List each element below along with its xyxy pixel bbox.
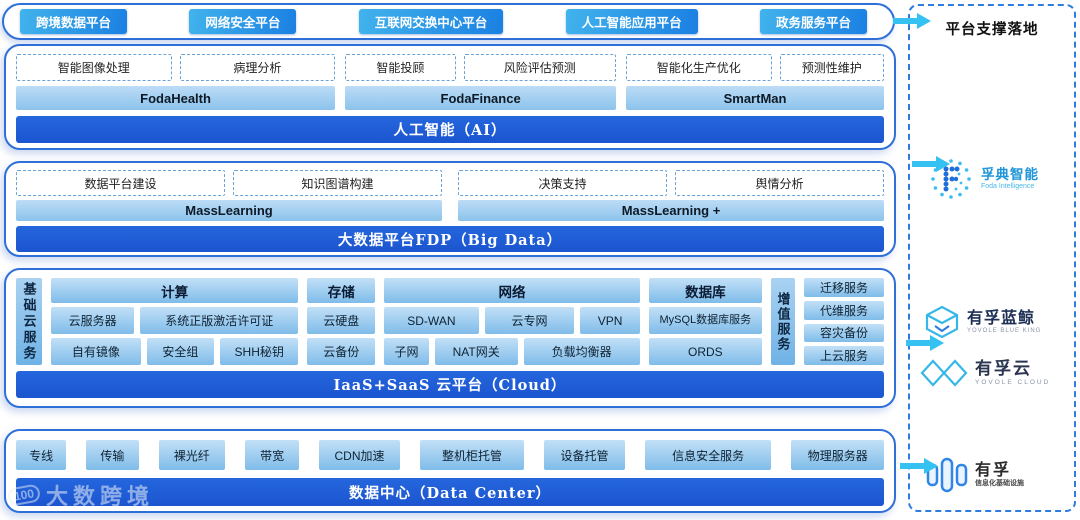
ai-capability: 预测性维护	[779, 54, 884, 81]
ai-capability: 智能图像处理	[16, 54, 172, 81]
value-added-service: 迁移服务	[804, 278, 884, 297]
yovole-cloud-logo-icon	[920, 359, 968, 387]
watermark-brand: 大数跨境	[46, 484, 155, 509]
arrow-right-icon	[906, 335, 944, 351]
cloud-service: SD-WAN	[384, 307, 479, 334]
dc-service: 裸光纤	[158, 440, 225, 470]
foda-intelligence-name: 孚典智能	[981, 166, 1039, 182]
value-added-service: 代维服务	[804, 300, 884, 320]
datacenter-layer-bar: 数据中心（Data Center）	[16, 478, 884, 506]
bigdata-capability: 决策支持	[458, 170, 667, 196]
cloud-section: 基础云服务 计算 云服务器 系统正版激活许可证 自有镜像 安全组 SHH秘钥 存…	[4, 268, 896, 408]
foda-intelligence-caption: Foda Intelligence	[981, 182, 1035, 190]
dc-service: 带宽	[244, 440, 300, 470]
arrow-right-icon	[900, 458, 938, 474]
cloud-col-header-network: 网络	[384, 278, 640, 303]
cloud-service: SHH秘钥	[220, 338, 299, 365]
ai-capability: 风险评估预测	[463, 54, 617, 81]
cloud-service: NAT网关	[434, 338, 518, 365]
platform-button-internet-exchange[interactable]: 互联网交换中心平台	[358, 9, 504, 34]
cloud-service: 云专网	[484, 307, 575, 334]
dc-service: 信息安全服务	[644, 440, 772, 470]
yovole-cloud-caption: YOVOLE CLOUD	[975, 378, 1051, 386]
ai-capability: 智能化生产优化	[626, 54, 772, 81]
ai-layer-bar: 人工智能（AI）	[16, 116, 884, 143]
cloud-service: VPN	[580, 307, 640, 334]
value-added-service: 容灾备份	[804, 323, 884, 343]
datacenter-section: 专线 传输 裸光纤 带宽 CDN加速 整机柜托管 设备托管 信息安全服务 物理服…	[4, 429, 896, 513]
blue-whale-name: 有孚蓝鲸	[967, 309, 1036, 327]
dc-service: 物理服务器	[791, 440, 884, 470]
cloud-col-header-compute: 计算	[51, 278, 299, 303]
blue-whale-caption: YOVOLE BLUE KING	[967, 327, 1042, 334]
arrow-right-icon	[912, 156, 950, 172]
ai-capability: 病理分析	[179, 54, 336, 81]
dc-service: 传输	[86, 440, 139, 470]
bigdata-layer-bar: 大数据平台FDP（Big Data）	[16, 226, 884, 252]
cloud-service: 云硬盘	[307, 307, 376, 334]
dc-service: 设备托管	[544, 440, 625, 470]
cloud-layer-bar: IaaS+SaaS 云平台（Cloud）	[16, 371, 884, 398]
youfu-name: 有孚	[975, 462, 1012, 480]
youfu-logo: 有孚 信息化基础设施	[926, 456, 1024, 494]
ai-capability: 智能投顾	[345, 54, 456, 81]
platform-button-network-security[interactable]: 网络安全平台	[189, 9, 297, 34]
bigdata-capability: 舆情分析	[675, 170, 884, 196]
product-bar-masslearning: MassLearning	[16, 200, 442, 221]
yovole-cloud-name: 有孚云	[975, 359, 1032, 379]
value-added-service: 上云服务	[804, 346, 884, 365]
cloud-service: 安全组	[146, 338, 215, 365]
cloud-service: MySQL数据库服务	[648, 307, 762, 334]
platform-button-cross-border-data[interactable]: 跨境数据平台	[20, 9, 128, 34]
arrow-right-icon	[893, 13, 931, 29]
cloud-service: 子网	[384, 338, 429, 365]
platform-button-ai-application[interactable]: 人工智能应用平台	[565, 9, 698, 34]
support-panel: 平台支撑落地 孚典智能 Foda	[908, 4, 1076, 512]
youfu-caption: 信息化基础设施	[975, 479, 1024, 487]
dc-service: 专线	[16, 440, 67, 470]
cloud-service: 系统正版激活许可证	[140, 307, 299, 334]
watermark: 100 大数跨境	[6, 479, 155, 511]
platform-button-gov-service[interactable]: 政务服务平台	[759, 9, 867, 34]
dc-service: 整机柜托管	[419, 440, 525, 470]
product-bar-masslearning-plus: MassLearning +	[458, 200, 884, 221]
bigdata-capability: 知识图谱构建	[233, 170, 442, 196]
cloud-side-label: 基础云服务	[16, 278, 42, 365]
bigdata-section: 数据平台建设 知识图谱构建 MassLearning 决策支持 舆情分析 Mas…	[4, 161, 896, 257]
cloud-service: 负载均衡器	[523, 338, 640, 365]
support-panel-title: 平台支撑落地	[945, 22, 1039, 38]
cloud-service: 自有镜像	[51, 338, 141, 365]
cloud-col-header-database: 数据库	[648, 278, 762, 303]
cloud-value-added-label: 增值服务	[771, 278, 795, 365]
product-bar-fodahealth: FodaHealth	[16, 86, 336, 110]
watermark-logo-icon: 100	[6, 483, 42, 507]
cloud-service: 云备份	[307, 338, 376, 365]
cloud-service: 云服务器	[51, 307, 135, 334]
ai-section: 智能图像处理 病理分析 FodaHealth 智能投顾 风险评估预测 FodaF…	[4, 44, 896, 150]
cloud-col-header-storage: 存储	[307, 278, 376, 303]
product-bar-fodafinance: FodaFinance	[345, 86, 617, 110]
top-platform-bar: 跨境数据平台 网络安全平台 互联网交换中心平台 人工智能应用平台 政务服务平台	[2, 3, 895, 40]
bigdata-capability: 数据平台建设	[16, 170, 225, 196]
cloud-service: ORDS	[648, 338, 762, 365]
foda-intelligence-logo: 孚典智能 Foda Intelligence	[928, 156, 1039, 202]
product-bar-smartman: SmartMan	[626, 86, 884, 110]
dc-service: CDN加速	[319, 440, 400, 470]
yovole-cloud-logo: 有孚云 YOVOLE CLOUD	[920, 358, 1050, 388]
